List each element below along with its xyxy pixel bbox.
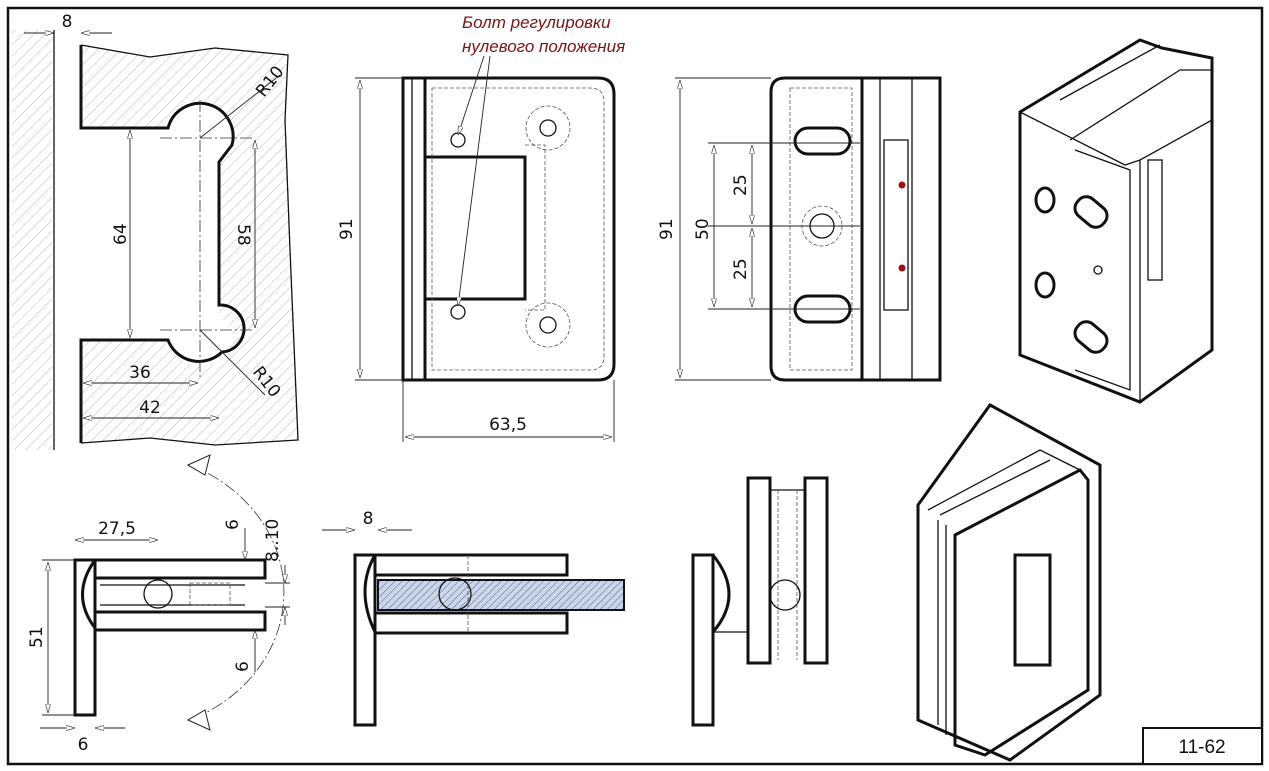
dim-slot-pitch-bottom: 25: [731, 258, 751, 280]
sheet-number-box: 11-62: [1142, 727, 1263, 765]
dim-plate-height: 51: [27, 626, 47, 648]
dim-wall-gap: 8: [62, 12, 73, 32]
dim-front-width: 63,5: [489, 415, 527, 435]
dim-height-64: 64: [111, 223, 131, 245]
dim-glass-wall-gap: 8: [363, 509, 374, 529]
dim-clamp-top: 6: [223, 519, 243, 530]
hinge-isometric-view-bottom: [916, 403, 1102, 762]
dim-plate-thickness: 6: [78, 735, 89, 755]
dim-depth-36: 36: [129, 363, 151, 383]
dim-glass-thickness: 8..10: [263, 519, 283, 562]
hinge-end-view: [691, 476, 829, 727]
hinge-isometric-view-top: [1018, 38, 1214, 404]
dim-height-58: 58: [233, 224, 253, 246]
dim-side-height: 91: [657, 218, 677, 240]
annotation-line-2: нулевого положения: [462, 37, 625, 56]
hinge-top-view-rotation: 27,5 6 8..10 6 51 6: [27, 454, 290, 755]
glass-cutout-view: 8 R10 64 58 R10 36 42: [12, 12, 299, 450]
sheet-number: 11-62: [1178, 737, 1225, 758]
dim-depth-42: 42: [139, 398, 161, 418]
hinge-front-view: 91 63,5: [337, 76, 616, 442]
dim-slot-span: 50: [693, 218, 713, 240]
adjustment-bolt-annotation: Болт регулировки нулевого положения: [458, 13, 625, 306]
hinge-top-view-with-glass: 8: [322, 509, 625, 727]
dim-slot-pitch-top: 25: [731, 174, 751, 196]
dim-clamp-bottom: 6: [233, 661, 253, 672]
sheet-border: [6, 6, 1264, 766]
dim-front-height: 91: [337, 218, 357, 240]
hinge-side-view: 91 50 25 25: [657, 76, 942, 382]
dim-offset: 27,5: [98, 519, 136, 539]
annotation-line-1: Болт регулировки: [462, 13, 611, 32]
